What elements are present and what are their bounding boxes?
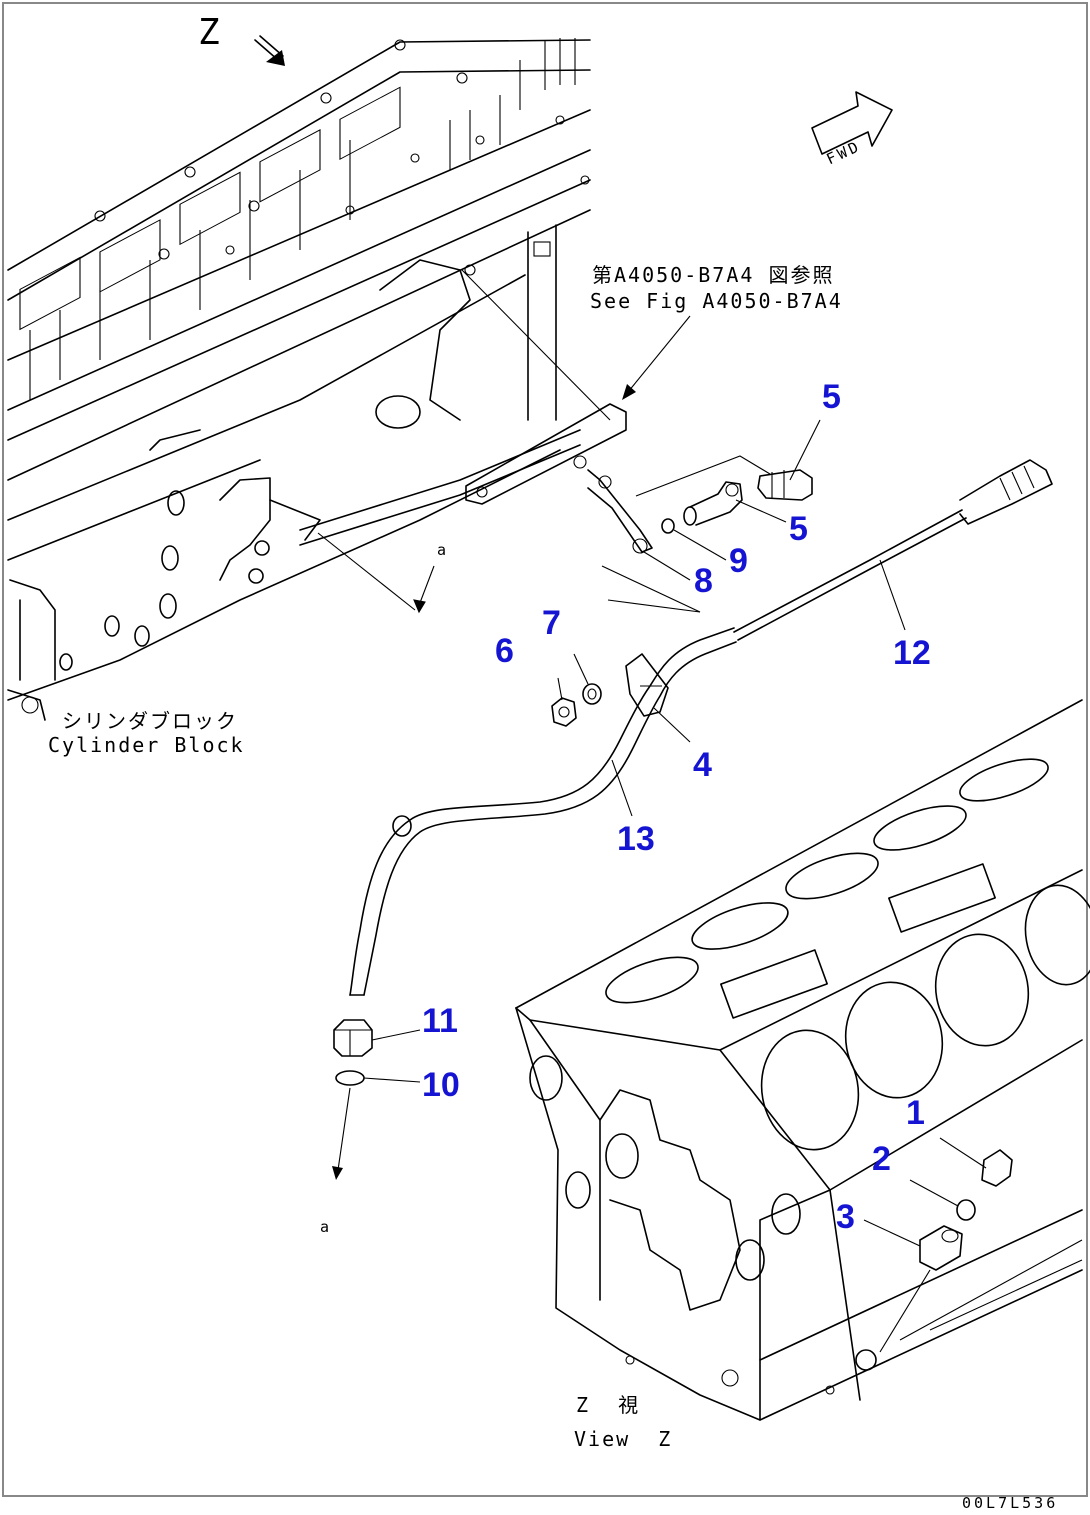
cylinder-block-upper — [7, 38, 591, 721]
callout-6: 6 — [495, 632, 514, 670]
fwd-label: FWD — [824, 137, 864, 169]
view-title-en: View Z — [574, 1427, 672, 1451]
callout-4: 4 — [693, 746, 712, 784]
drawing-number: 00L7L536 — [962, 1494, 1058, 1512]
block-label-en: Cylinder Block — [48, 733, 245, 757]
callout-5-lower: 5 — [789, 510, 808, 548]
fwd-arrow-icon: FWD — [811, 91, 893, 169]
block-label-jp: シリンダブロック — [62, 709, 238, 733]
view-title-jp: Z 視 — [576, 1393, 640, 1417]
reference-jp: 第A4050-B7A4 図参照 — [592, 263, 834, 287]
washer-7 — [582, 683, 602, 705]
callout-leaders — [363, 419, 906, 1083]
clip-4 — [625, 653, 669, 717]
arrow-mark-a-lower: a — [320, 1218, 332, 1236]
callout-3: 3 — [836, 1198, 855, 1236]
sleeve-3 — [863, 1219, 963, 1353]
callout-11: 11 — [422, 1002, 458, 1040]
elbow-fitting-5 — [683, 481, 743, 526]
washer-2 — [909, 1179, 976, 1221]
leader-lines-upper — [317, 269, 611, 614]
callout-2: 2 — [872, 1140, 891, 1178]
reference-leader — [622, 315, 691, 400]
callout-8: 8 — [694, 562, 713, 600]
callout-9: 9 — [729, 542, 748, 580]
reference-en: See Fig A4050-B7A4 — [590, 289, 843, 313]
cylinder-block-lower — [515, 699, 1090, 1421]
arrow-mark-a-upper: a — [437, 541, 449, 559]
callout-12: 12 — [893, 634, 931, 672]
dipstick-12 — [733, 459, 1053, 641]
callout-10: 10 — [422, 1066, 460, 1104]
callout-1: 1 — [906, 1094, 925, 1132]
view-arrow-icon — [254, 35, 285, 66]
connector-5 — [757, 469, 813, 501]
pipe-bracket — [465, 403, 701, 613]
connector-leader — [635, 455, 771, 497]
washer-10 — [335, 1070, 365, 1086]
plug-1 — [939, 1137, 1013, 1187]
nut-11 — [333, 1019, 373, 1057]
washer-9 — [661, 518, 675, 534]
callout-5-upper: 5 — [822, 378, 841, 416]
nut-6 — [551, 697, 577, 727]
callout-13: 13 — [617, 820, 655, 858]
guide-tube-13 — [349, 627, 737, 996]
callout-7: 7 — [542, 604, 561, 642]
view-marker: Z — [198, 12, 220, 53]
callout-numbers: 1 2 3 4 5 5 6 7 8 9 10 11 12 13 — [422, 378, 931, 1236]
arrow-down-icon — [332, 1087, 351, 1180]
